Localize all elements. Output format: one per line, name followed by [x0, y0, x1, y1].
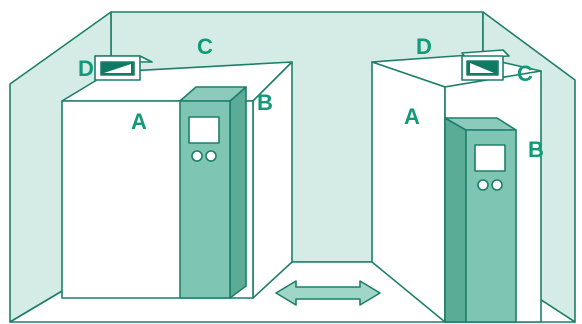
- left-sensor-glare: [104, 64, 131, 73]
- left-label-c: C: [197, 34, 213, 59]
- left-control-panel: [179, 86, 247, 299]
- right-panel-light-1: [477, 179, 489, 191]
- left-label-b: B: [257, 90, 273, 115]
- left-panel-light-2: [205, 150, 217, 162]
- left-panel-side: [229, 86, 247, 299]
- right-panel-light-2: [491, 179, 503, 191]
- left-sensor-box: [94, 55, 153, 81]
- left-right-arrow-icon: [275, 280, 381, 306]
- right-label-b: B: [528, 137, 544, 162]
- right-label-c: C: [517, 61, 533, 86]
- right-panel-front: [465, 129, 517, 323]
- left-panel-front: [179, 100, 231, 299]
- right-sensor-glare: [470, 63, 494, 73]
- right-control-panel: [444, 117, 517, 323]
- right-label-a: A: [404, 104, 420, 129]
- right-unit: [371, 49, 542, 323]
- right-panel-screen: [474, 144, 506, 172]
- left-panel-light-1: [191, 150, 203, 162]
- labels: D C A B D C A B: [78, 34, 544, 162]
- right-label-d: D: [416, 34, 432, 59]
- left-label-d: D: [78, 56, 94, 81]
- left-label-a: A: [131, 109, 147, 134]
- left-unit: [61, 55, 293, 299]
- right-panel-side: [444, 117, 467, 323]
- right-sensor-box: [461, 49, 510, 81]
- left-panel-screen: [188, 116, 220, 144]
